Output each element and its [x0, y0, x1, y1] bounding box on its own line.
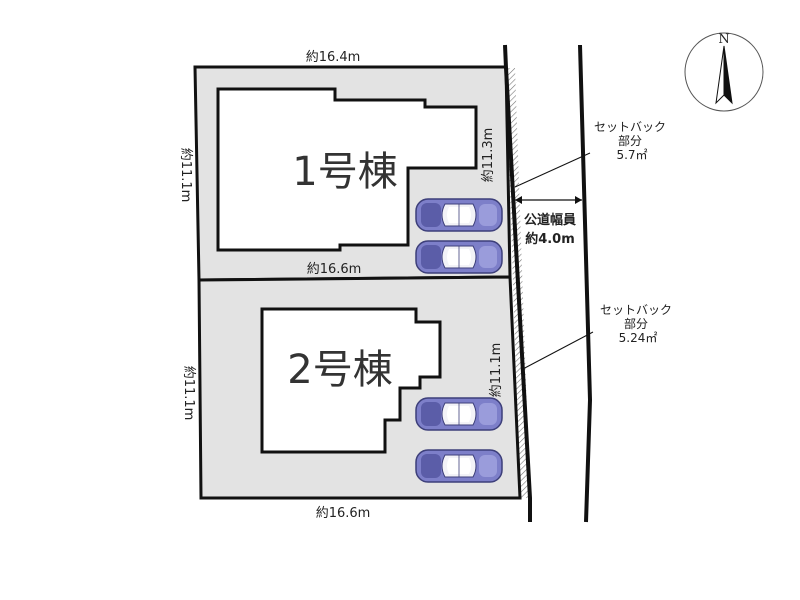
building-1-label: 1号棟 — [292, 149, 397, 195]
car-4 — [415, 449, 503, 483]
lot1-right-dim: 約11.3m — [481, 128, 496, 183]
setback-1-leader — [514, 152, 591, 188]
building-2-label: 2号棟 — [287, 347, 392, 393]
setback-2-area: 5.24㎡ — [619, 331, 658, 345]
north-label: N — [718, 32, 729, 47]
setback-1-line2: 部分 — [618, 133, 642, 148]
lot2-bottom-dim: 約16.6m — [316, 506, 371, 521]
lot2-left-dim: 約11.1m — [181, 366, 196, 421]
building-1 — [216, 87, 478, 252]
car-2 — [415, 240, 503, 274]
setback-2-line1: セットバック — [600, 303, 672, 317]
lot2-right-dim: 約11.1m — [489, 343, 504, 398]
north-compass: N — [684, 32, 764, 112]
road-width: 約4.0m — [525, 231, 575, 247]
lot1-top-dim: 約16.4m — [306, 50, 361, 65]
car-3 — [415, 397, 503, 431]
setback-2-leader — [520, 331, 594, 371]
road-edge-right — [578, 44, 593, 523]
road-label: 公道幅員 — [524, 212, 576, 228]
lot1-left-dim: 約11.1m — [178, 148, 193, 203]
car-1 — [415, 198, 503, 232]
lot1-bottom-dim: 約16.6m — [307, 262, 362, 277]
setback-1-area: 5.7㎡ — [616, 148, 647, 162]
building-2 — [260, 307, 442, 454]
road-edge-left — [503, 44, 532, 522]
setback-2-line2: 部分 — [624, 316, 648, 331]
setback-1-line1: セットバック — [594, 120, 666, 134]
